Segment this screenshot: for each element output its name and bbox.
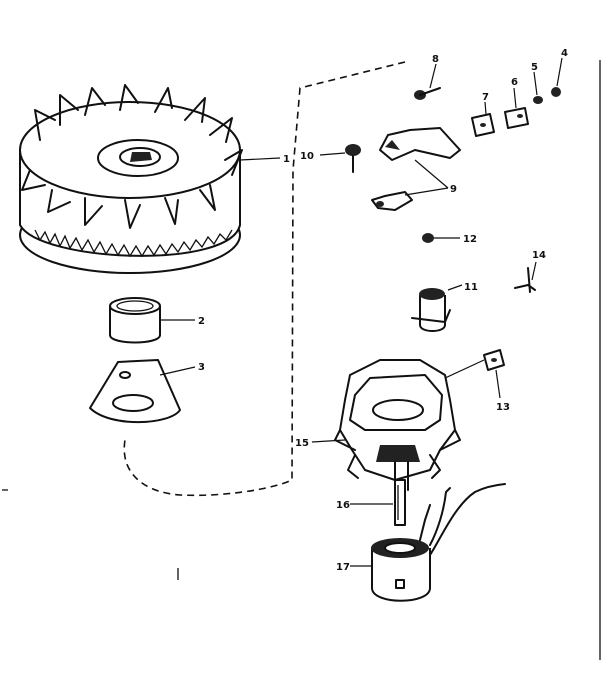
callout-6: 6 [511, 77, 518, 88]
callout-5: 5 [531, 62, 538, 73]
leader-4 [556, 57, 563, 87]
callout-9: 9 [450, 184, 457, 195]
part-plate-13 [483, 349, 505, 371]
callout-4: 4 [561, 48, 568, 59]
part-housing-15 [334, 359, 461, 491]
part-clip-14 [514, 267, 536, 293]
leader-9 [404, 159, 449, 196]
leader-10 [319, 152, 346, 156]
callout-15: 15 [295, 438, 309, 449]
callout-16: 16 [336, 500, 350, 511]
part-condenser-11 [411, 288, 451, 332]
leader-7 [484, 101, 487, 115]
leader-1 [239, 157, 281, 161]
part-flywheel [19, 84, 243, 274]
callout-11: 11 [464, 282, 478, 293]
part-bolt-8 [414, 87, 441, 100]
callout-1: 1 [283, 154, 290, 165]
callout-7: 7 [482, 92, 489, 103]
leader-5 [533, 71, 538, 96]
part-bushing [109, 297, 161, 344]
callout-17: 17 [336, 562, 350, 573]
part-washer-5 [533, 96, 543, 104]
leader-11 [447, 284, 463, 291]
callout-12: 12 [463, 234, 477, 245]
callout-2: 2 [198, 316, 205, 327]
leader-14 [531, 261, 537, 281]
callout-10: 10 [300, 151, 314, 162]
leader-15 [311, 439, 346, 443]
leader-6 [513, 87, 517, 109]
part-terminal-6 [504, 107, 529, 129]
part-contact-7 [471, 113, 495, 137]
leader-3 [159, 366, 196, 376]
part-screw-12 [422, 233, 434, 243]
part-coil-17 [371, 483, 506, 602]
part-plate [89, 359, 181, 424]
callout-13: 13 [496, 402, 510, 413]
callout-3: 3 [198, 362, 205, 373]
assembly-dash-line [123, 61, 406, 497]
callout-14: 14 [532, 250, 546, 261]
part-screw-10 [345, 144, 361, 173]
leader-8 [429, 63, 437, 89]
part-post-16 [394, 479, 406, 526]
callout-8: 8 [432, 54, 439, 65]
part-bracket-9 [371, 127, 461, 211]
part-nut-4 [551, 87, 561, 97]
